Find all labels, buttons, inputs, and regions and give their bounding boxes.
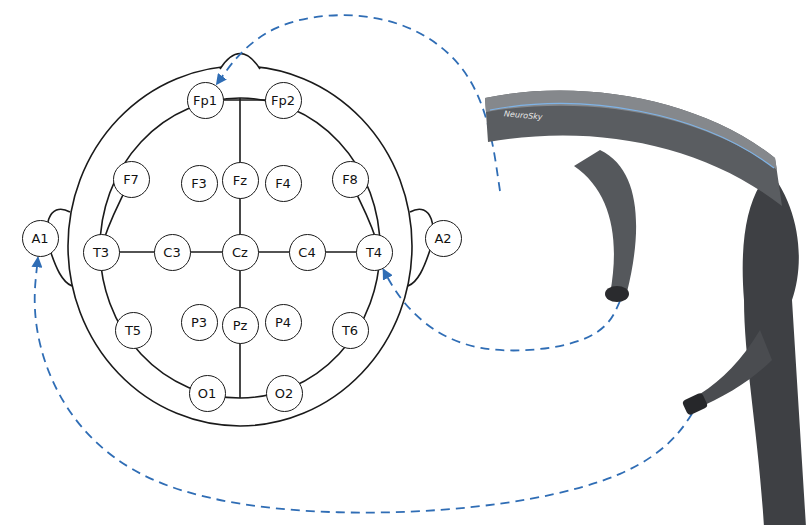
electrode-circle: T6 [332,312,369,349]
electrode-circle: P4 [265,304,302,341]
electrode-label: C4 [298,246,315,259]
electrode-circle: T4 [356,234,393,271]
forehead-sensor [605,286,629,302]
electrode-label: P3 [191,316,207,329]
electrode-label: Cz [232,246,248,259]
electrode-label: T5 [125,324,141,337]
electrode-circle: Fp2 [265,82,302,119]
electrode-circle: Fp1 [187,82,224,119]
electrode-label: A1 [31,232,48,245]
band-top-face [485,91,777,171]
electrode-label: A2 [434,232,451,245]
electrode-ring [100,98,380,398]
headset-illustration [470,25,806,525]
electrode-label: F8 [342,173,358,186]
headset-device: NeuroSky [470,25,806,525]
ear-clip [682,392,709,416]
electrode-circle: Fz [222,162,259,199]
electrode-label: Fp1 [193,94,217,107]
electrode-circle: A2 [425,220,462,257]
electrode-label: P4 [275,316,291,329]
band-stripe [490,104,774,168]
electrode-label: Fz [233,174,247,187]
head-outline [68,66,412,426]
electrode-circle: F4 [265,165,302,202]
electrode-label: O2 [275,387,294,400]
dashed-arrow [35,257,700,512]
electrode-circle: F7 [113,161,150,198]
inner-band [574,150,636,294]
electrode-circle: C4 [289,234,326,271]
electrode-label: T3 [93,246,109,259]
head-band [485,91,782,207]
electrode-circle: F3 [181,165,218,202]
electrode-label: O1 [198,387,217,400]
electrode-label: C3 [163,246,180,259]
electrode-circle: P3 [181,304,218,341]
electrode-label: Fp2 [271,94,295,107]
electrode-circle: T5 [115,312,152,349]
electrode-circle: A1 [22,220,59,257]
dashed-arrow [383,269,620,350]
electrode-circle: F8 [332,161,369,198]
electrode-label: Pz [233,319,248,332]
electrode-circle: T3 [83,234,120,271]
electrode-circle: O1 [189,375,226,412]
sensor-arm [694,330,772,410]
electrode-circle: Cz [222,234,259,271]
electrode-circle: Pz [222,307,259,344]
electrode-circle: O2 [266,375,303,412]
electrode-label: F4 [275,177,291,190]
electrode-label: F3 [191,177,207,190]
electrode-label: F7 [123,173,139,186]
nose [220,54,260,70]
electrode-label: T4 [366,246,382,259]
electrode-circle: C3 [154,234,191,271]
electrode-label: T6 [342,324,358,337]
